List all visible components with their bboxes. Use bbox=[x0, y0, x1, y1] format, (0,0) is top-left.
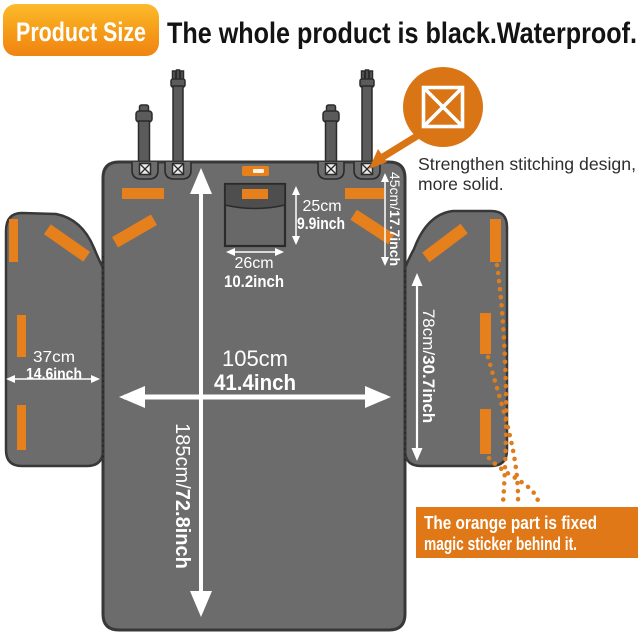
callout-pointer-arrowhead bbox=[369, 149, 387, 169]
stitch-callout-graphic bbox=[369, 67, 483, 169]
stitch-point bbox=[164, 162, 192, 180]
dim-pocket-height-cm: 25cm bbox=[302, 198, 341, 215]
sticker-strip bbox=[17, 405, 26, 450]
dim-pocket-height-inch: 9.9inch bbox=[297, 215, 345, 233]
dim-headrest-strap: 45cm/17.7inch bbox=[387, 172, 403, 266]
page-headline: The whole product is black.Waterproof. bbox=[167, 17, 637, 50]
buckle-strap-left bbox=[135, 104, 153, 165]
storage-pocket bbox=[223, 182, 287, 248]
sticker-leader-dots bbox=[485, 262, 542, 508]
sticker-strip bbox=[43, 224, 91, 262]
stitch-callout-line2: more solid. bbox=[418, 174, 504, 194]
clip-strap-left bbox=[170, 69, 186, 165]
dimension-arrows bbox=[6, 168, 423, 617]
dim-pocket-width-inch: 10.2inch bbox=[224, 273, 284, 291]
clip-strap-right bbox=[359, 69, 375, 165]
callout-pointer-line bbox=[376, 133, 419, 163]
sticker-strip bbox=[480, 313, 491, 354]
dim-headrest-strap-inch: 17.7inch bbox=[387, 210, 403, 266]
sticker-strip bbox=[422, 223, 468, 263]
brand-tag bbox=[242, 166, 269, 176]
product-size-badge bbox=[3, 4, 159, 56]
sticker-strip bbox=[345, 188, 384, 199]
stitch-point bbox=[317, 162, 345, 180]
product-size-badge-label: Product Size bbox=[16, 17, 146, 47]
sticker-strip bbox=[112, 214, 157, 248]
dim-pocket-width-cm: 26cm bbox=[234, 255, 273, 272]
dim-left-flap-width-cm: 37cm bbox=[33, 349, 75, 366]
dim-main-width-cm: 105cm bbox=[222, 346, 288, 371]
sticker-strip bbox=[242, 189, 268, 199]
stitch-point bbox=[131, 162, 159, 180]
sticker-strip bbox=[9, 219, 18, 262]
dim-total-length-cm: 185cm/ bbox=[171, 423, 193, 489]
dim-total-length: 185cm/72.8inch bbox=[171, 423, 193, 569]
dim-left-flap-width-inch: 14.6inch bbox=[26, 366, 82, 383]
dim-total-length-inch: 72.8inch bbox=[171, 489, 193, 569]
dim-right-flap-height-inch: 30.7inch bbox=[419, 355, 438, 423]
magic-sticker-note-box bbox=[416, 507, 638, 558]
buckle-strap-right bbox=[322, 104, 340, 165]
dim-headrest-strap-cm: 45cm/ bbox=[387, 172, 403, 210]
sticker-strip bbox=[480, 409, 491, 454]
sticker-strip bbox=[490, 219, 501, 262]
dim-main-width-inch: 41.4inch bbox=[214, 370, 296, 395]
sticker-strip bbox=[17, 315, 26, 357]
square-cross-stitch-icon bbox=[421, 85, 465, 129]
dim-right-flap-height: 78cm/30.7inch bbox=[419, 309, 438, 423]
stitch-points bbox=[131, 162, 381, 180]
magic-sticker-note-line2: magic sticker behind it. bbox=[424, 534, 577, 554]
right-side-flap bbox=[403, 209, 509, 468]
stitch-callout-line1: Strengthen stitching design, bbox=[418, 154, 636, 174]
left-side-flap bbox=[4, 211, 105, 468]
sticker-strip bbox=[122, 188, 164, 199]
dim-right-flap-height-cm: 78cm/ bbox=[419, 309, 438, 356]
headrest-straps bbox=[135, 69, 375, 165]
magic-sticker-note-line1: The orange part is fixed bbox=[424, 513, 597, 533]
